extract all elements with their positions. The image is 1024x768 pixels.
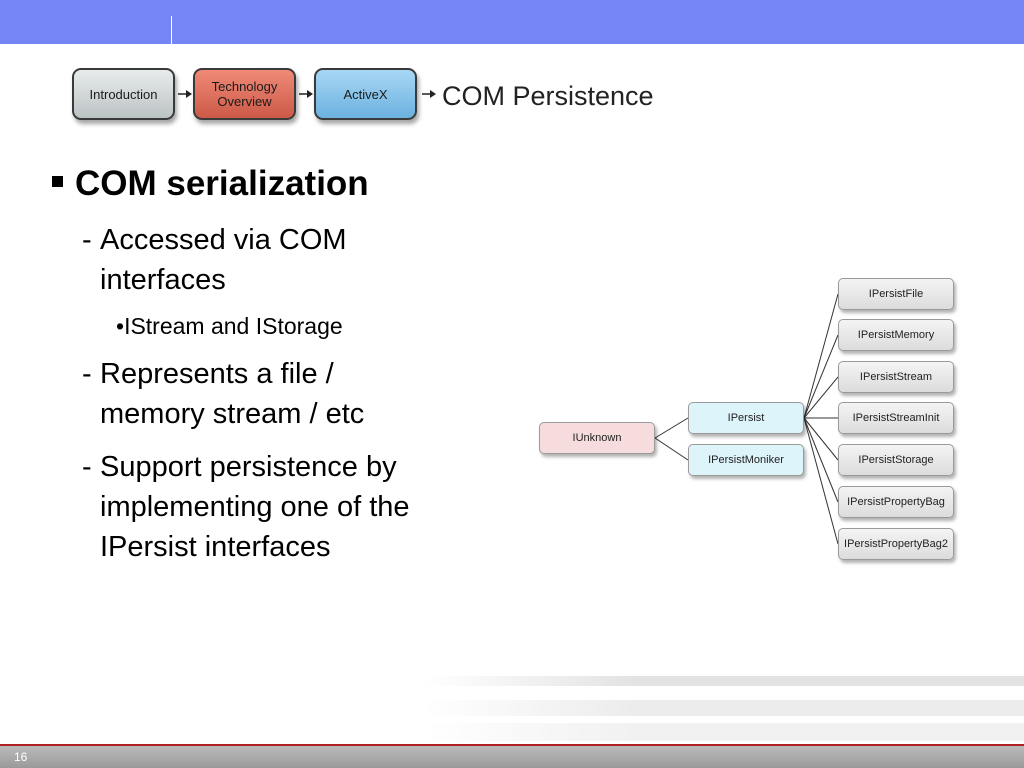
decorative-stripe <box>424 723 1024 741</box>
bullet-text: Accessed via COM interfaces <box>100 224 347 296</box>
top-bar <box>0 0 1024 44</box>
sub-bullet-item: •IStream and IStorage <box>116 311 343 341</box>
breadcrumb-activex-label: ActiveX <box>343 86 388 102</box>
dot-bullet-icon: • <box>116 313 125 339</box>
bullet-text: Support persistence by implementing one … <box>100 451 410 563</box>
breadcrumb-introduction-label: Introduction <box>89 86 158 102</box>
node-ipersistfile: IPersistFile <box>838 278 954 310</box>
bullet-item: - Accessed via COM interfaces <box>82 220 412 300</box>
bullet-item: - Represents a file / memory stream / et… <box>82 354 412 434</box>
heading-text: COM serialization <box>75 164 369 203</box>
breadcrumb-technology-overview[interactable]: Technology Overview <box>193 68 296 120</box>
arrow-right-icon <box>299 90 313 98</box>
node-ipersiststreaminit: IPersistStreamInit <box>838 402 954 434</box>
footer-bar: 16 <box>0 744 1024 768</box>
footer-divider <box>0 744 1024 746</box>
dash-icon: - <box>82 224 92 256</box>
connector-line <box>803 334 839 419</box>
interface-diagram: IUnknown IPersist IPersistMoniker IPersi… <box>530 270 970 570</box>
node-ipersistpropertybag: IPersistPropertyBag <box>838 486 954 518</box>
node-iunknown: IUnknown <box>539 422 655 454</box>
connector-line <box>803 417 839 545</box>
square-bullet-icon <box>52 176 63 188</box>
connector-line <box>654 437 689 461</box>
breadcrumb-activex[interactable]: ActiveX <box>314 68 417 120</box>
sub-bullet-text: IStream and IStorage <box>124 313 343 339</box>
node-ipersistpropertybag2: IPersistPropertyBag2 <box>838 528 954 560</box>
node-ipersiststream: IPersistStream <box>838 361 954 393</box>
page-number: 16 <box>14 750 28 764</box>
decorative-stripe <box>424 676 1024 686</box>
bullet-text: Represents a file / memory stream / etc <box>100 358 365 430</box>
diagram-connectors <box>654 293 839 545</box>
dash-icon: - <box>82 358 92 390</box>
connector-line <box>803 376 839 419</box>
node-ipersistmoniker: IPersistMoniker <box>688 444 804 476</box>
breadcrumb-current-title: COM Persistence <box>442 81 654 111</box>
dash-icon: - <box>82 451 92 483</box>
heading-bullet: COM serialization <box>52 163 369 205</box>
arrow-right-icon <box>178 90 192 98</box>
node-ipersiststorage: IPersistStorage <box>838 444 954 476</box>
breadcrumb-technology-overview-label: Technology Overview <box>211 79 278 109</box>
connector-line <box>803 293 839 419</box>
bullet-item: - Support persistence by implementing on… <box>82 447 482 567</box>
connector-line <box>803 417 839 503</box>
connector-line <box>654 417 689 439</box>
arrow-right-icon <box>422 90 436 98</box>
connector-line <box>803 417 839 461</box>
decorative-stripe <box>424 700 1024 716</box>
breadcrumb-introduction[interactable]: Introduction <box>72 68 175 120</box>
node-ipersistmemory: IPersistMemory <box>838 319 954 351</box>
node-ipersist: IPersist <box>688 402 804 434</box>
top-bar-divider <box>171 16 172 44</box>
